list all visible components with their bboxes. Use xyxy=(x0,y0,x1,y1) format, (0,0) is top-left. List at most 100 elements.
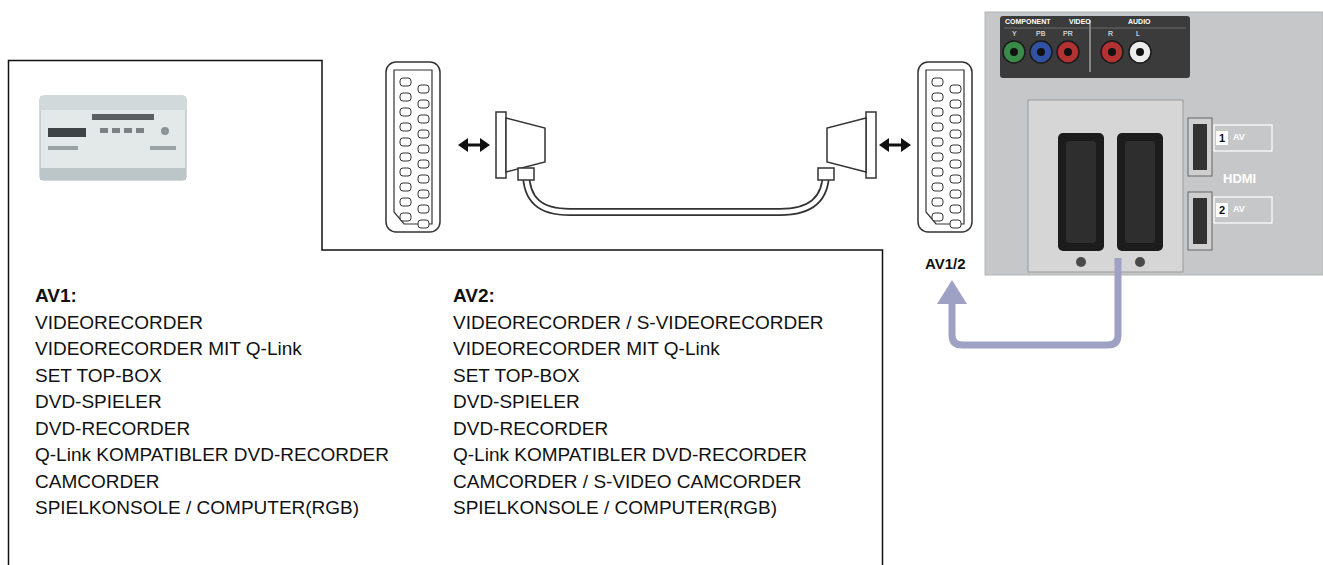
device-list-box: AV1: VIDEORECORDER VIDEORECORDER MIT Q-Lin… xyxy=(8,60,883,565)
scart-cable-part xyxy=(866,112,876,178)
vcr-illustration-part xyxy=(40,96,186,110)
tv-rear-panel-part xyxy=(1030,41,1052,63)
tv-rear-panel-part xyxy=(1037,48,1045,56)
tv-rear-panel-part xyxy=(1003,41,1025,63)
node-text: DVD-RECORDER xyxy=(453,419,608,440)
scart-cable-part xyxy=(506,118,545,172)
node-text: VIDEORECORDER MIT Q-Link xyxy=(453,339,720,360)
scart-cable-part xyxy=(818,168,834,180)
node-text: Y xyxy=(1012,30,1017,38)
vcr-illustration-part xyxy=(161,127,169,135)
vcr-illustration-part xyxy=(136,128,144,133)
box-outline-path xyxy=(9,61,883,565)
tv-rear-panel-part xyxy=(1057,41,1079,63)
vcr-illustration-part xyxy=(40,168,186,180)
scart-socket-part xyxy=(950,85,961,228)
tv-rear-panel-part xyxy=(1125,141,1155,243)
vcr-illustration-part xyxy=(48,128,86,137)
tv-rear-panel-part xyxy=(1129,41,1151,63)
double-arrow xyxy=(879,138,911,152)
node-text: 1 xyxy=(1219,132,1225,144)
node-text: DVD-RECORDER xyxy=(35,419,190,440)
node-text: VIDEO xyxy=(1069,18,1091,26)
pointer-arrow-part xyxy=(937,280,967,304)
double-arrow-part xyxy=(887,144,903,147)
tv-rear-panel-part xyxy=(1010,48,1018,56)
pointer-arrow-part xyxy=(952,258,1118,345)
vcr-illustration-part xyxy=(40,96,186,180)
double-arrow-part xyxy=(480,138,490,152)
scart-cable-part xyxy=(518,168,534,180)
double-arrow-part xyxy=(458,138,468,152)
tv-rear-panel-part xyxy=(1188,192,1212,250)
node-text: DVD-SPIELER xyxy=(35,392,162,413)
scart-socket-part xyxy=(918,62,972,232)
tv-rear-panel-part xyxy=(1214,197,1272,223)
connector-label: AV1/2 xyxy=(925,256,966,273)
tv-panel: COMPONENTVIDEOAUDIOYPBPRRL1AVHDMI2AV xyxy=(985,12,1323,275)
scart-socket-part xyxy=(386,62,440,232)
vcr-illustration-part xyxy=(124,128,132,133)
node-text: SET TOP-BOX xyxy=(453,366,580,387)
vcr-illustration-part xyxy=(92,114,154,120)
double-arrow-part xyxy=(879,138,889,152)
node-heading: AV2: xyxy=(453,286,495,307)
vcr-illustration-part xyxy=(150,146,176,150)
vcr-illustration-part xyxy=(48,146,78,150)
scart-socket-part xyxy=(932,78,943,221)
tv-rear-panel-part xyxy=(1135,257,1145,267)
tv-rear-panel-part xyxy=(1188,118,1212,176)
scart-cable-part xyxy=(526,172,826,212)
node-text: DVD-SPIELER xyxy=(453,392,580,413)
vcr-illustration xyxy=(40,96,186,180)
tv-rear-panel-part xyxy=(1101,41,1123,63)
node-text: SET TOP-BOX xyxy=(35,366,162,387)
node-heading: AV xyxy=(1233,133,1245,143)
node-text: HDMI xyxy=(1223,172,1256,186)
node-text: VIDEORECORDER xyxy=(35,313,203,334)
node-text: R xyxy=(1108,30,1113,38)
scart-socket xyxy=(386,62,440,232)
node-text: L xyxy=(1136,30,1140,38)
tv-rear-panel-part xyxy=(1193,124,1207,170)
scart-socket-part xyxy=(418,85,429,228)
node-text: Q-Link KOMPATIBLER DVD-RECORDER xyxy=(35,445,389,466)
scart-cable xyxy=(496,112,876,212)
node-text: 2 xyxy=(1219,204,1225,216)
node-text: VIDEORECORDER MIT Q-Link xyxy=(35,339,302,360)
node-text: SPIELKONSOLE / COMPUTER(RGB) xyxy=(35,498,359,519)
tv-rear-panel-part xyxy=(1066,141,1096,243)
tv-rear-panel-part xyxy=(1076,257,1086,267)
double-arrow xyxy=(458,138,490,152)
double-arrow-part xyxy=(466,144,482,147)
node-text: AUDIO xyxy=(1128,18,1151,26)
tv-rear-panel-part xyxy=(1136,48,1144,56)
scart-socket-part xyxy=(400,78,411,221)
double-arrow-part xyxy=(901,138,911,152)
tv-rear-panel-part xyxy=(1214,125,1272,151)
node-text: Q-Link KOMPATIBLER DVD-RECORDER xyxy=(453,445,807,466)
tv-rear-panel-part xyxy=(1108,48,1116,56)
tv-rear-panel-part xyxy=(985,12,1323,275)
tv-rear-panel-part xyxy=(1216,203,1228,217)
tv-rear-panel-part xyxy=(1028,100,1183,272)
tv-rear-panel-part xyxy=(1058,133,1104,251)
tv-rear-panel-part xyxy=(1216,131,1228,145)
tv-rear-panel-part xyxy=(1000,16,1190,78)
scart-cable-part xyxy=(526,172,826,212)
tv-rear-panel-part xyxy=(1117,133,1163,251)
node-text: PB xyxy=(1036,30,1045,38)
scart-cable-part xyxy=(827,118,866,172)
tv-rear-panel-part xyxy=(1064,48,1072,56)
node-heading: COMPONENT xyxy=(1005,18,1051,26)
node-text: SPIELKONSOLE / COMPUTER(RGB) xyxy=(453,498,777,519)
tv-rear-panel-part xyxy=(1004,28,1186,29)
vcr-illustration-part xyxy=(100,128,108,133)
scart-cable-part xyxy=(496,112,506,178)
tv-rear-panel xyxy=(985,12,1323,275)
node-heading: AV1: xyxy=(35,286,77,307)
vcr-illustration-part xyxy=(112,128,120,133)
node-text: CAMCORDER xyxy=(35,472,160,493)
